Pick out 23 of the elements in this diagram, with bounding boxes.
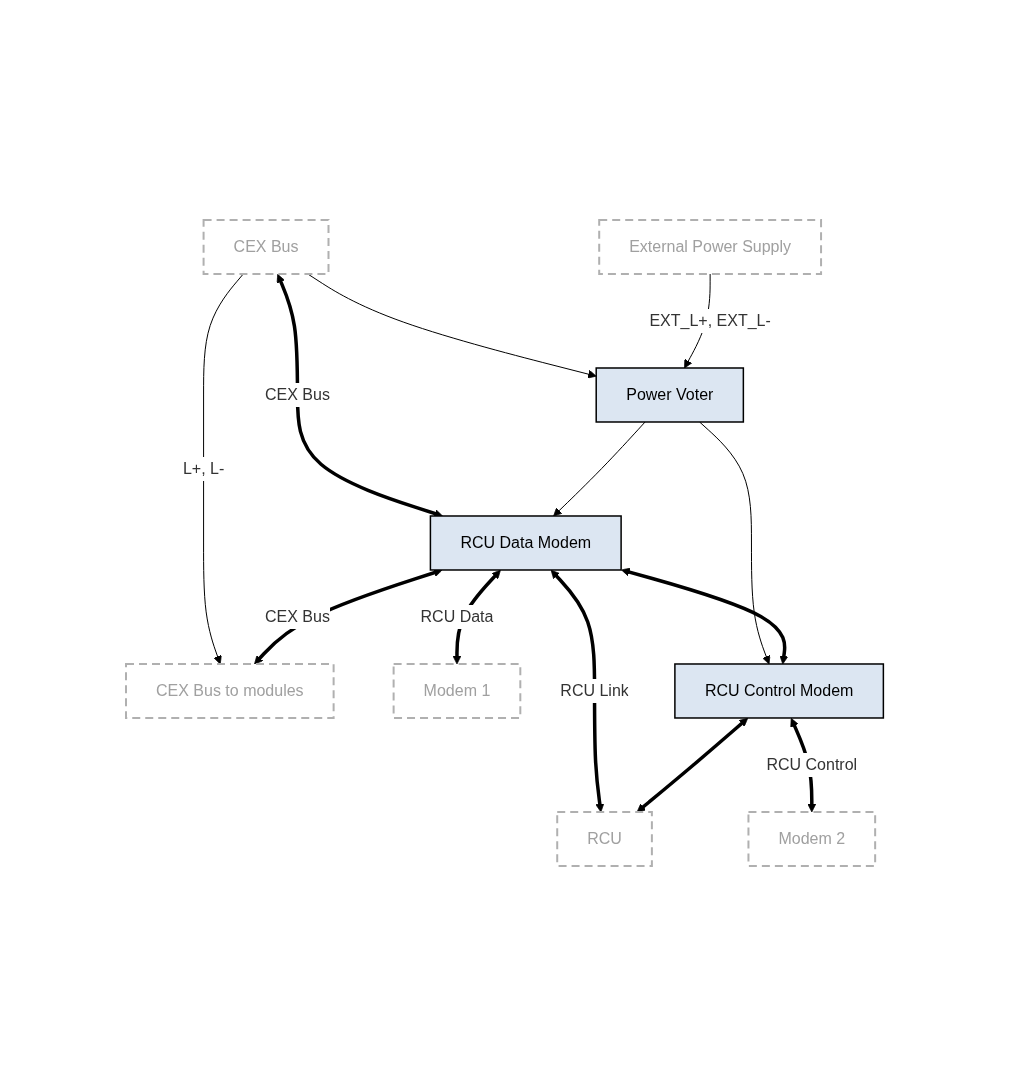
arrow [550,569,604,812]
arrow [636,717,748,812]
node-box: RCU [556,810,653,867]
edge-label: RCU Control [766,755,857,773]
edge-label: CEX Bus [264,385,330,403]
edge-label: RCU Link [560,681,629,699]
node-box: Power Voter [595,366,744,423]
node-box: Modem 2 [747,810,876,867]
edge-label: L+, L- [182,459,225,477]
node-box: RCU Data Modem [429,514,622,571]
arrow [620,567,789,664]
node-box: CEX Bus [202,218,330,275]
arrow [202,273,244,664]
node-box: CEX Bus to modules [124,662,335,719]
edge-label: CEX Bus [264,607,330,625]
edge-label: EXT_L+, EXT_L- [649,311,771,329]
arrow [698,421,771,664]
arrow [307,273,597,378]
node-box: Modem 1 [392,662,522,719]
node-box: External Power Supply [598,218,822,275]
arrow [553,421,646,516]
edge-label: RCU Data [420,607,494,625]
node-box: RCU Control Modem [673,662,884,719]
